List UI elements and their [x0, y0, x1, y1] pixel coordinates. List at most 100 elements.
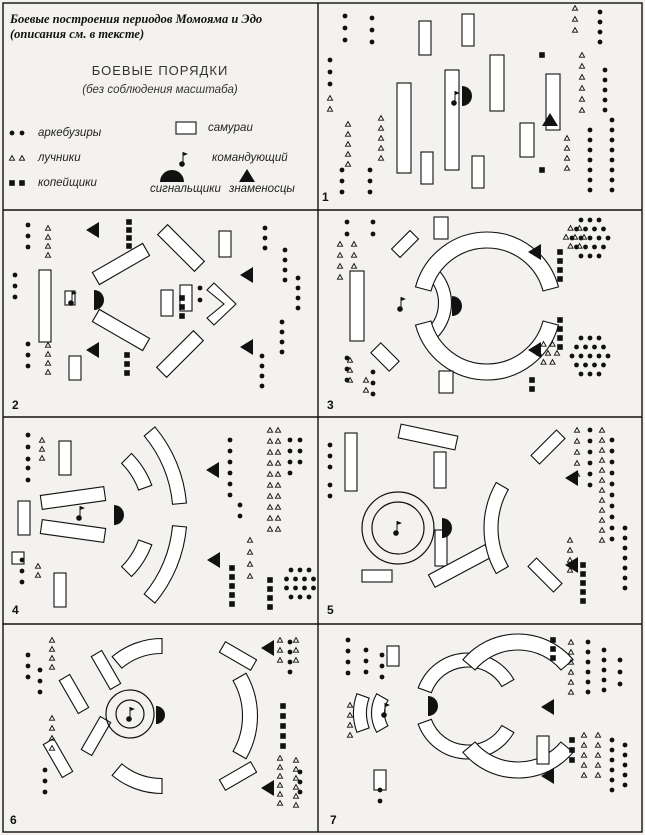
- samurai-block: [390, 229, 420, 259]
- samurai-block: [58, 673, 90, 715]
- arquebusier-dot: [587, 371, 593, 377]
- archer-triangle: [563, 144, 571, 151]
- archer-triangle: [594, 741, 602, 748]
- archer-triangle: [580, 731, 588, 738]
- arquebusier-dot: [287, 659, 293, 665]
- archer-triangle: [573, 448, 581, 455]
- archer-triangle: [44, 341, 52, 348]
- arquebusier-dot: [295, 295, 301, 301]
- archer-triangle: [578, 62, 586, 69]
- arquebusier-dot: [609, 470, 615, 476]
- arquebusier-dot: [622, 762, 628, 768]
- archer-triangle: [48, 744, 56, 751]
- samurai-block: [386, 645, 400, 667]
- samurai-block: [373, 769, 387, 791]
- archer-triangle: [276, 781, 284, 788]
- archer-triangle: [276, 636, 284, 643]
- legend-label-samurai: самураи: [208, 122, 253, 134]
- arquebusier-dot: [327, 482, 333, 488]
- spearman-square: [126, 219, 132, 225]
- archer-triangle: [38, 436, 46, 443]
- archer-triangle: [578, 84, 586, 91]
- archer-triangle: [573, 470, 581, 477]
- spearman-square: [557, 249, 563, 255]
- archer-triangle: [292, 774, 300, 781]
- archer-triangle: [274, 503, 282, 510]
- samurai-block: [39, 485, 107, 511]
- arquebusier-dot: [592, 344, 597, 350]
- arquebusier-dot: [609, 481, 615, 487]
- legend-heading: БОЕВЫЕ ПОРЯДКИ: [91, 63, 229, 78]
- spearman-square: [126, 243, 132, 249]
- arquebusier-dot: [601, 362, 606, 368]
- arquebusier-dot: [587, 471, 593, 477]
- arquebusier-dot: [197, 297, 203, 303]
- archer-triangle: [566, 536, 574, 543]
- arquebusier-dot: [622, 525, 628, 531]
- commander-flag: [183, 152, 188, 156]
- archer-triangle: [266, 525, 274, 532]
- spearman-square: [229, 601, 235, 607]
- samurai-block: [344, 432, 358, 492]
- archer-triangle: [598, 526, 606, 533]
- spearman-square: [580, 562, 586, 568]
- arquebusier-dot: [587, 187, 593, 193]
- archer-triangle: [578, 106, 586, 113]
- arquebusier-dot: [344, 231, 350, 237]
- samurai-block: [530, 429, 566, 465]
- archer-triangle: [266, 437, 274, 444]
- samurai-block: [418, 20, 432, 56]
- spearman-square: [280, 723, 286, 729]
- archer-triangle: [567, 638, 575, 645]
- archer-triangle: [576, 224, 583, 231]
- arquebusier-dot: [601, 657, 607, 663]
- arquebusier-dot: [602, 97, 608, 103]
- arquebusier-dot: [609, 514, 615, 520]
- legend-label-archers: лучники: [38, 152, 81, 164]
- spearman-square: [550, 655, 556, 661]
- spearman-square: [557, 326, 563, 332]
- arquebusier-dot: [367, 178, 373, 184]
- archer-triangle: [48, 645, 56, 652]
- arquebusier-dot: [609, 757, 615, 763]
- arquebusier-dot: [609, 492, 615, 498]
- samurai-block: [420, 151, 434, 185]
- spearman-square: [557, 335, 563, 341]
- archer-triangle: [344, 140, 352, 147]
- arquebusier-dot: [617, 669, 623, 675]
- arquebusier-dot: [587, 253, 593, 259]
- arquebusier-dot: [585, 689, 591, 695]
- archer-triangle: [44, 242, 52, 249]
- arquebusier-dot: [345, 637, 351, 643]
- archer-triangle: [598, 516, 606, 523]
- samurai-arc-block: [120, 539, 153, 578]
- arquebusier-dot: [609, 127, 615, 133]
- arquebusier-dot: [369, 15, 375, 21]
- arquebusier-dot: [574, 344, 579, 350]
- arquebusier-dot: [262, 245, 268, 251]
- samurai-block: [80, 715, 112, 757]
- samurai-block: [438, 370, 454, 394]
- arquebusier-dot: [379, 652, 385, 658]
- panel-5-number: 5: [327, 603, 334, 617]
- archer-triangle: [48, 734, 56, 741]
- archer-triangle: [346, 376, 354, 383]
- archer-triangle: [276, 763, 284, 770]
- arquebusier-dot: [262, 225, 268, 231]
- archer-triangle: [566, 566, 574, 573]
- samurai-block: [91, 308, 151, 352]
- arquebusier-dot: [25, 244, 31, 250]
- archer-triangle: [276, 799, 284, 806]
- arquebusier-dot: [339, 167, 345, 173]
- samurai-arc-block: [414, 231, 560, 292]
- arquebusier-dot: [592, 362, 597, 368]
- arquebusier-dot: [297, 769, 303, 775]
- panel-1: [326, 4, 615, 195]
- arquebusier-dot: [42, 778, 48, 784]
- arquebusier-dot: [609, 177, 615, 183]
- arquebusier-dot: [25, 465, 31, 471]
- archer-triangle: [598, 456, 606, 463]
- arquebusier-dot: [587, 335, 593, 341]
- samurai-arc-block: [353, 692, 370, 734]
- arquebusier-dot: [287, 639, 293, 645]
